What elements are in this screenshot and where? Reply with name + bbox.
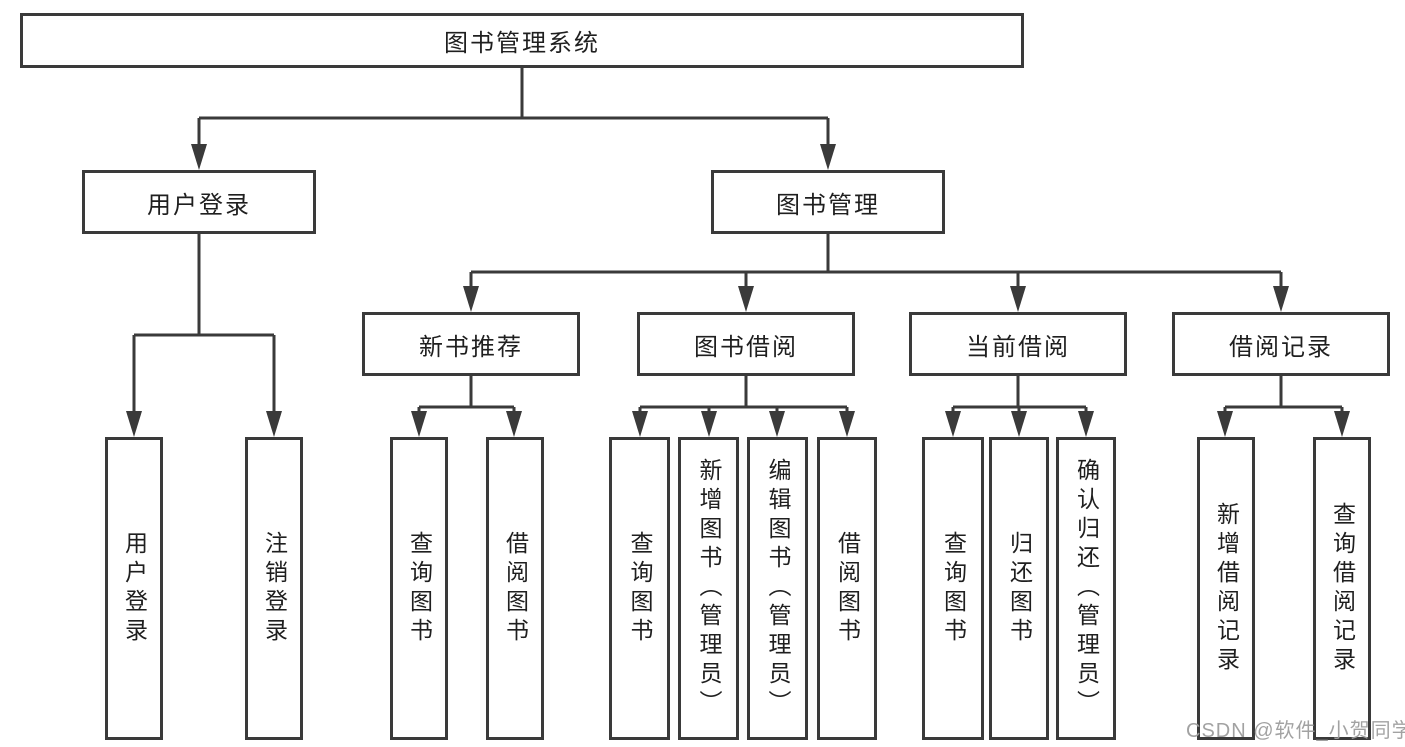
- node-label: 编辑图书（管理员）: [765, 458, 791, 719]
- connector-root-to-level2: [191, 68, 836, 170]
- leaf-query-books-borrow: 查询图书: [609, 437, 670, 740]
- leaf-add-books-admin: 新增图书（管理员）: [678, 437, 739, 740]
- leaf-user-login: 用户登录: [105, 437, 163, 740]
- node-label: 确认归还（管理员）: [1073, 458, 1100, 719]
- connector-user-login-children: [126, 234, 282, 437]
- leaf-add-borrow-record: 新增借阅记录: [1197, 437, 1255, 740]
- node-label: 借阅记录: [1229, 333, 1333, 361]
- node-label: 当前借阅: [966, 333, 1070, 361]
- node-label: 图书管理: [776, 191, 880, 219]
- leaf-edit-books-admin: 编辑图书（管理员）: [747, 437, 808, 740]
- connector-book-borrow-children: [632, 376, 855, 437]
- node-label: 借阅图书: [834, 530, 861, 647]
- node-borrow-records: 借阅记录: [1172, 312, 1390, 376]
- node-label: 用户登录: [121, 530, 148, 647]
- leaf-query-books-current: 查询图书: [922, 437, 984, 740]
- node-user-login-group: 用户登录: [82, 170, 316, 234]
- leaf-logout: 注销登录: [245, 437, 303, 740]
- node-label: 注销登录: [261, 530, 288, 647]
- node-label: 归还图书: [1006, 530, 1033, 647]
- connector-new-book-children: [411, 376, 522, 437]
- node-label: 图书借阅: [694, 333, 798, 361]
- node-book-borrow: 图书借阅: [637, 312, 855, 376]
- leaf-query-borrow-record: 查询借阅记录: [1313, 437, 1371, 740]
- node-label: 查询借阅记录: [1329, 501, 1356, 676]
- connector-current-borrow-children: [945, 376, 1094, 437]
- node-current-borrow: 当前借阅: [909, 312, 1127, 376]
- leaf-return-books: 归还图书: [989, 437, 1049, 740]
- node-root-system: 图书管理系统: [20, 13, 1024, 68]
- node-label: 查询图书: [940, 530, 967, 647]
- leaf-query-books-recommend: 查询图书: [390, 437, 448, 740]
- csdn-watermark: CSDN @软件_小贺同学: [1186, 720, 1405, 742]
- leaf-confirm-return-admin: 确认归还（管理员）: [1056, 437, 1116, 740]
- leaf-borrow-books-recommend: 借阅图书: [486, 437, 544, 740]
- connector-borrow-records-children: [1217, 376, 1350, 437]
- node-label: 新增借阅记录: [1213, 501, 1240, 676]
- node-label: 用户登录: [147, 191, 251, 219]
- node-label: 查询图书: [406, 530, 433, 647]
- node-label: 查询图书: [627, 530, 653, 647]
- node-label: 图书管理系统: [444, 30, 600, 57]
- node-label: 借阅图书: [502, 530, 529, 647]
- node-book-management: 图书管理: [711, 170, 945, 234]
- node-new-book-recommend: 新书推荐: [362, 312, 580, 376]
- node-label: 新增图书（管理员）: [696, 458, 722, 719]
- connector-book-management-children: [463, 234, 1289, 312]
- node-label: 新书推荐: [419, 333, 523, 361]
- leaf-borrow-books: 借阅图书: [817, 437, 877, 740]
